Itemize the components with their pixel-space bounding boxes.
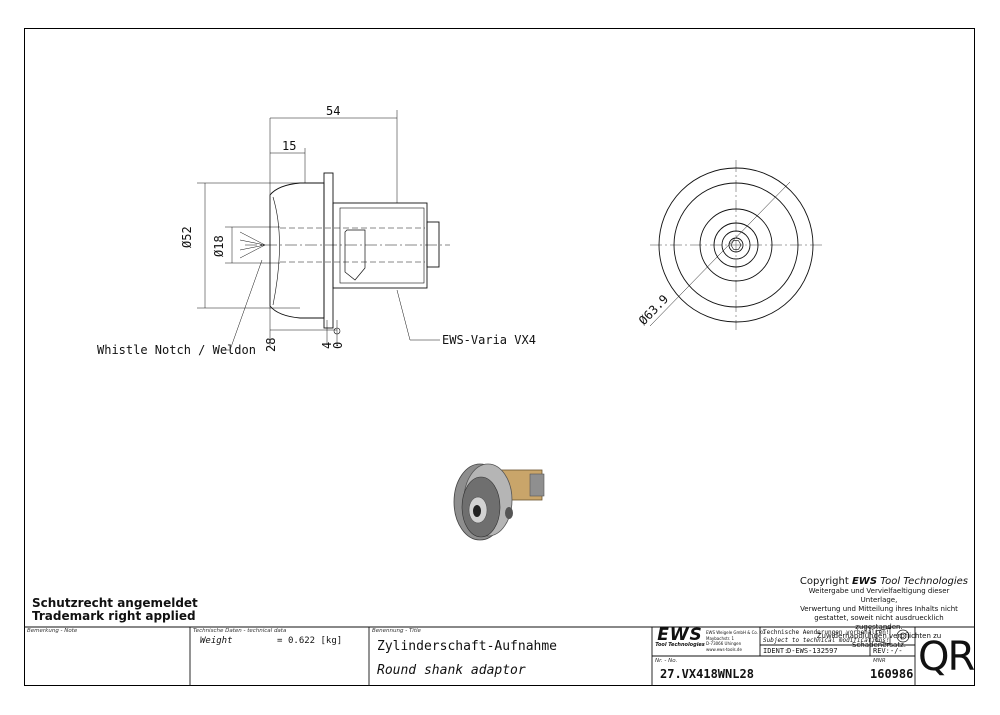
- copyright-brand: EWS: [851, 576, 878, 587]
- tech-data-label: Technische Daten - technical data: [193, 628, 287, 634]
- ident-value: D-EWS-132597: [787, 647, 838, 655]
- ews-logo: EWS Tool Technologies: [655, 625, 705, 650]
- title-german: Zylinderschaft-Aufnahme: [377, 639, 558, 654]
- dim-total-length: 54: [326, 104, 341, 118]
- dim-dia-52: Ø52: [180, 226, 194, 248]
- notice-de: Schutzrecht angemeldet: [32, 596, 198, 610]
- part-number: 27.VX418WNL28: [660, 667, 754, 681]
- logo-text: EWS: [657, 625, 703, 645]
- notice-en: Trademark right applied: [32, 609, 196, 623]
- copyright-line2: Verwertung und Mitteilung ihres Inhalts …: [800, 605, 958, 613]
- rev-label: REV:: [873, 647, 890, 655]
- patent-notice: Schutzrecht angemeldet Trademark right a…: [32, 597, 198, 623]
- change-en: Subject to technical modifications!: [763, 637, 890, 644]
- copyright-line3: gestattet, soweit nicht ausdruecklich zu…: [814, 614, 944, 631]
- company-address: EWS Weigele GmbH & Co. KG Maybachstr. 1 …: [706, 630, 765, 652]
- change-de: Technische Aenderungen vorbehalten!: [763, 629, 890, 636]
- mnr-value: 160986: [870, 667, 914, 681]
- title-english: Round shank adaptor: [377, 663, 526, 678]
- modification-note: Technische Aenderungen vorbehalten! Subj…: [763, 629, 889, 645]
- dim-28: 28: [264, 337, 278, 352]
- copyright-line1: Weitergabe und Vervielfaeltigung dieser …: [808, 587, 950, 604]
- number-label: Nr. - No.: [655, 658, 678, 664]
- rev-value: -/-: [890, 647, 903, 655]
- dim-0: 0: [331, 341, 345, 349]
- note-label: Bemerkung - Note: [27, 628, 78, 634]
- qr-mark: QR: [918, 634, 975, 680]
- logo-subtitle: Tool Technologies: [655, 642, 705, 648]
- dim-front-length: 15: [282, 139, 297, 153]
- weight-value: 0.622 [kg]: [288, 636, 343, 646]
- weight-eq: =: [277, 636, 283, 646]
- copyright-suffix: Tool Technologies: [877, 576, 968, 587]
- company-city: D-73066 Uhingen: [706, 641, 742, 646]
- company-name: EWS Weigele GmbH & Co. KG: [706, 630, 766, 635]
- copyright-prefix: Copyright: [799, 576, 852, 587]
- mnr-label: MNR: [873, 658, 886, 664]
- copyright-block: Copyright EWS Tool Technologies Weiterga…: [760, 576, 968, 650]
- copyright-line4: Zuwiderhandlungen verpflichten zu Schade…: [816, 632, 942, 649]
- part-render: [453, 463, 545, 541]
- title-label: Benennung - Title: [372, 628, 421, 634]
- varia-callout: EWS-Varia VX4: [442, 333, 536, 347]
- ident-label: IDENT:: [763, 647, 789, 655]
- company-web: www.ews-tools.de: [706, 646, 742, 652]
- company-street: Maybachstr. 1: [706, 635, 735, 641]
- drawing-frame: [24, 28, 975, 686]
- dim-dia-18: Ø18: [212, 235, 226, 257]
- weight-label: Weight: [200, 636, 233, 646]
- whistle-notch-callout: Whistle Notch / Weldon: [97, 343, 256, 357]
